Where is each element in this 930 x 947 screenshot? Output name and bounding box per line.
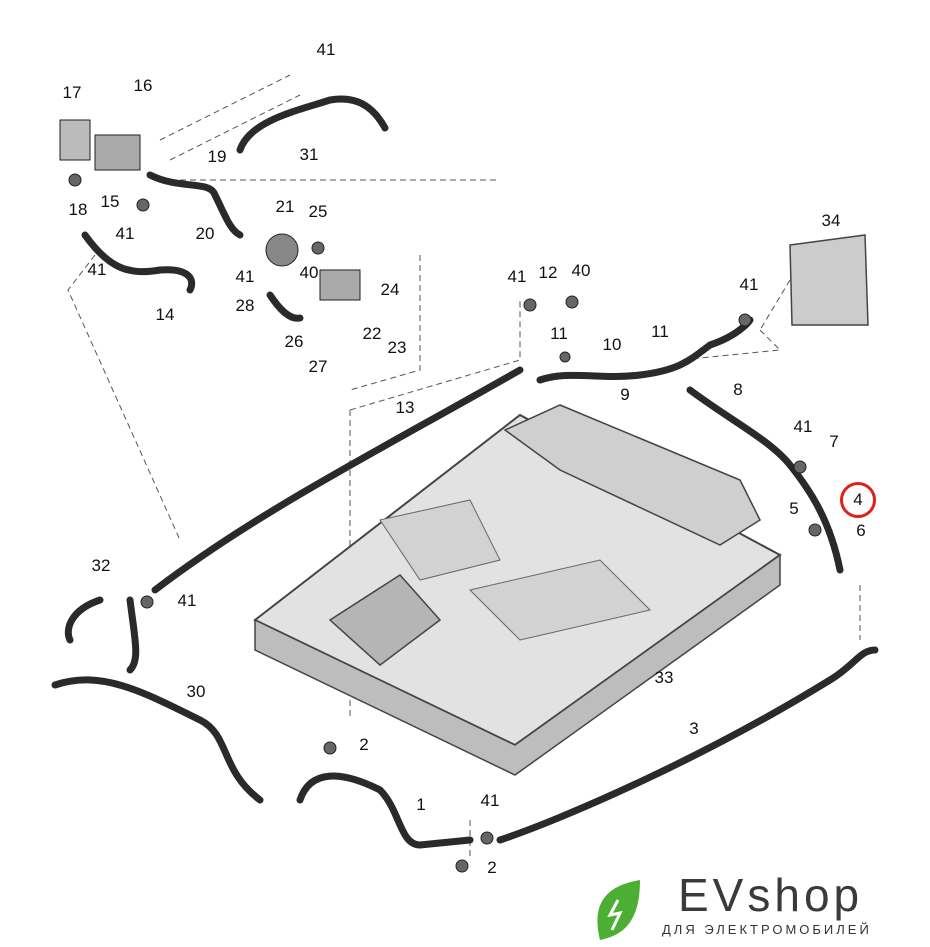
callout-41f[interactable]: 41 xyxy=(739,275,759,294)
callout-32[interactable]: 32 xyxy=(91,556,111,575)
logo-leaf-icon xyxy=(597,880,640,940)
callout-25[interactable]: 25 xyxy=(308,202,328,221)
callout-6[interactable]: 6 xyxy=(856,521,866,540)
callout-22[interactable]: 22 xyxy=(362,324,382,343)
callout-16[interactable]: 16 xyxy=(133,76,153,95)
callout-11a[interactable]: 11 xyxy=(550,324,568,343)
callout-26[interactable]: 26 xyxy=(284,332,304,351)
callout-17[interactable]: 17 xyxy=(62,83,82,102)
callout-14[interactable]: 14 xyxy=(155,305,175,324)
callout-41a[interactable]: 41 xyxy=(316,40,336,59)
callout-15[interactable]: 15 xyxy=(100,192,120,211)
logo-brand: EVshop xyxy=(678,869,864,921)
small-parts xyxy=(59,119,822,873)
callout-33[interactable]: 33 xyxy=(654,668,674,687)
callout-10[interactable]: 10 xyxy=(602,335,622,354)
callout-4[interactable]: 4 xyxy=(840,482,876,518)
callout-5[interactable]: 5 xyxy=(789,499,799,518)
battery-pack xyxy=(253,404,782,776)
callout-40b[interactable]: 40 xyxy=(571,261,591,280)
callout-31[interactable]: 31 xyxy=(299,145,319,164)
callout-34[interactable]: 34 xyxy=(821,211,841,230)
callout-20[interactable]: 20 xyxy=(195,224,215,243)
callout-41c[interactable]: 41 xyxy=(87,260,107,279)
callout-41e[interactable]: 41 xyxy=(507,267,527,286)
callout-9[interactable]: 9 xyxy=(620,385,630,404)
callout-41d[interactable]: 41 xyxy=(235,267,255,286)
callout-8[interactable]: 8 xyxy=(733,380,743,399)
callout-40a[interactable]: 40 xyxy=(299,263,319,282)
cooling-box-34 xyxy=(789,234,869,326)
evshop-logo: EVshop ДЛЯ ЭЛЕКТРОМОБИЛЕЙ xyxy=(592,869,928,944)
callout-18[interactable]: 18 xyxy=(68,200,88,219)
callout-21[interactable]: 21 xyxy=(275,197,295,216)
callout-23[interactable]: 23 xyxy=(387,338,407,357)
callout-7[interactable]: 7 xyxy=(829,432,839,451)
callout-3[interactable]: 3 xyxy=(689,719,699,738)
callout-1[interactable]: 1 xyxy=(416,795,426,814)
callout-2b[interactable]: 2 xyxy=(487,858,497,877)
callout-41g[interactable]: 41 xyxy=(793,417,813,436)
callout-19[interactable]: 19 xyxy=(207,147,227,166)
callout-24[interactable]: 24 xyxy=(380,280,400,299)
callout-11b[interactable]: 11 xyxy=(651,322,669,341)
hoses xyxy=(51,95,879,849)
logo-tagline: ДЛЯ ЭЛЕКТРОМОБИЛЕЙ xyxy=(662,922,872,937)
callout-28[interactable]: 28 xyxy=(235,296,255,315)
callout-41b[interactable]: 41 xyxy=(115,224,135,243)
callout-13[interactable]: 13 xyxy=(395,398,415,417)
callout-41i[interactable]: 41 xyxy=(480,791,500,810)
callout-27[interactable]: 27 xyxy=(308,357,328,376)
callout-41h[interactable]: 41 xyxy=(177,591,197,610)
callout-30[interactable]: 30 xyxy=(186,682,206,701)
callout-12[interactable]: 12 xyxy=(538,263,558,282)
callout-2a[interactable]: 2 xyxy=(359,735,369,754)
